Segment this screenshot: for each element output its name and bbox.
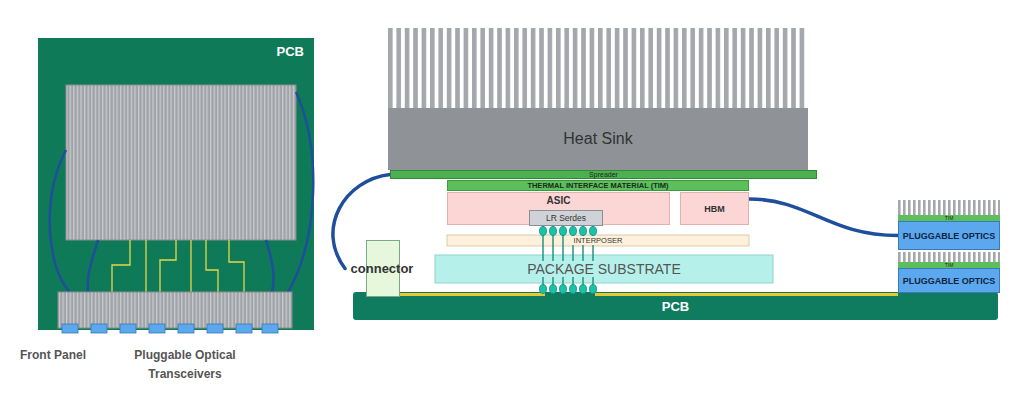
pcb-traces	[112, 240, 244, 292]
hbm-die-label: HBM	[704, 204, 725, 214]
interposer-band	[447, 235, 749, 246]
spreader: Spreader	[390, 170, 817, 179]
serdes-block: LR Serdes	[529, 210, 603, 226]
pluggable-optics: PLUGGABLE OPTICS	[898, 268, 1000, 293]
serdes-block-label: LR Serdes	[546, 213, 586, 223]
pluggable-optics-label: PLUGGABLE OPTICS	[903, 231, 996, 241]
spreader-label: Spreader	[589, 171, 618, 179]
connector: connector	[346, 240, 418, 297]
substrate-band	[435, 255, 773, 283]
pcb-traces	[400, 293, 898, 296]
pluggable-optics: PLUGGABLE OPTICS	[898, 221, 1000, 250]
heat-sink-label: Heat Sink	[563, 130, 632, 148]
hbm-die: HBM	[680, 192, 749, 225]
cables	[50, 92, 314, 292]
interposer-label: INTERPOSER	[572, 236, 625, 245]
pcb-board	[353, 292, 998, 320]
front-panel-cage	[58, 292, 292, 328]
pcb-panel-label: PCB	[277, 44, 304, 59]
pcb-board-label: PCB	[662, 299, 689, 314]
tim-layer-label: THERMAL INTERFACE MATERIAL (TIM)	[527, 181, 668, 190]
heat-sink-top-view	[66, 85, 296, 240]
heat-sink: Heat Sink	[388, 108, 808, 170]
optics-fins	[898, 200, 1000, 215]
tim-layer: THERMAL INTERFACE MATERIAL (TIM)	[447, 180, 749, 191]
package-substrate-label: PACKAGE SUBSTRATE	[524, 261, 684, 277]
heat-sink-fins	[388, 28, 808, 110]
asic-die-label: ASIC	[547, 195, 571, 207]
pcb-board: PCB	[353, 292, 998, 320]
asic-die: ASIC LR Serdes	[447, 192, 670, 225]
interposer: INTERPOSER	[447, 235, 749, 246]
cable	[749, 199, 898, 236]
package-substrate: PACKAGE SUBSTRATE	[435, 255, 773, 283]
pcb-panel: PCB	[38, 38, 314, 330]
transceiver-label: Pluggable Optical Transceivers	[116, 346, 254, 384]
front-panel-label: Front Panel	[20, 346, 106, 365]
connector-label: connector	[351, 261, 414, 276]
optics-fins	[898, 252, 1000, 262]
transceiver-ports	[62, 324, 278, 333]
serdes-wires	[543, 225, 593, 289]
pluggable-optics-label: PLUGGABLE OPTICS	[903, 276, 996, 286]
pcb-board	[38, 38, 314, 330]
